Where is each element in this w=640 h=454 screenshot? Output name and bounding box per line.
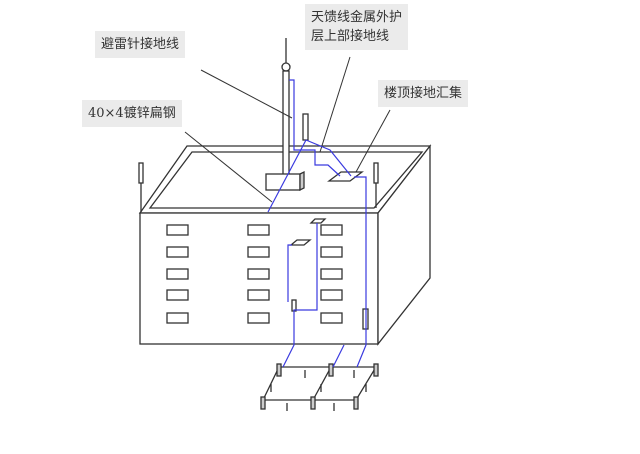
leader-collector	[355, 109, 391, 173]
leader-lightning-rod	[200, 69, 293, 119]
label-galvanized-flat-steel: 40×4镀锌扁钢	[82, 100, 182, 127]
wall-test-box	[291, 299, 297, 312]
leader-feeder	[319, 56, 351, 153]
ground-grid	[262, 366, 377, 411]
label-lightning-rod-ground: 避雷针接地线	[95, 31, 186, 58]
antenna-mast	[282, 70, 290, 177]
downlead-mid	[332, 344, 345, 368]
roof-wire	[305, 139, 352, 177]
windows-column-1	[166, 224, 189, 324]
downlead-loop	[287, 244, 292, 302]
roof-ground-collector-plate	[327, 171, 364, 182]
downlead-wall	[282, 223, 318, 368]
windows-column-2	[247, 224, 270, 324]
antenna-ball	[281, 62, 291, 72]
label-roof-ground-collector: 楼顶接地汇集	[378, 80, 469, 107]
wall-plate-lower	[289, 239, 312, 246]
wall-plate-upper	[309, 218, 327, 224]
air-terminal-left	[138, 162, 144, 184]
label-feeder-shield-ground: 天馈线金属外护 层上部接地线	[305, 4, 409, 50]
label-feeder-shield-ground-line2: 层上部接地线	[311, 29, 390, 44]
mast-base	[265, 173, 301, 191]
ground-rods	[260, 363, 379, 410]
ground-wires	[267, 79, 367, 368]
air-terminal-right	[373, 162, 379, 184]
feeder-ground-wire	[289, 79, 341, 177]
leader-flat-steel	[184, 131, 273, 203]
downlead-side	[354, 176, 367, 368]
flat-steel-wire	[267, 139, 307, 213]
air-terminal-mid	[302, 113, 309, 141]
windows-column-3	[320, 224, 343, 324]
roof-parapet-inner	[148, 151, 424, 209]
label-feeder-shield-ground-line1: 天馈线金属外护	[311, 10, 403, 25]
building-side-face	[377, 144, 431, 346]
